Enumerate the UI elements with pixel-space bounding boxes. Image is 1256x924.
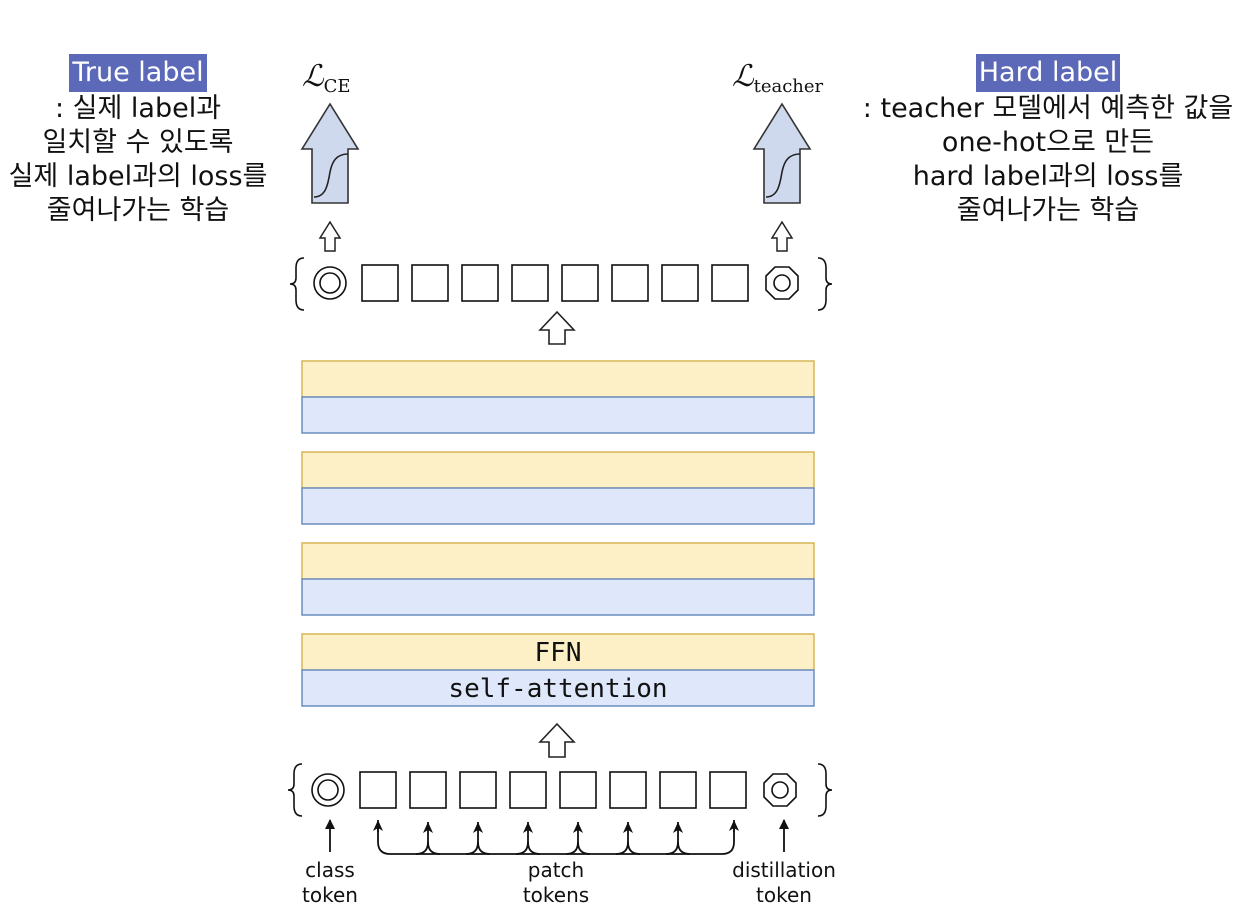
- loss-teacher-symbol: ℒ: [732, 59, 755, 94]
- true-label-note: True label : 실제 label과 일치할 수 있도록 실제 labe…: [0, 54, 276, 228]
- true-label-line-2: 일치할 수 있도록: [42, 127, 234, 158]
- hard-label-line-3: hard label과의 loss를: [912, 161, 1184, 192]
- ce-output-arrow-icon: [300, 102, 360, 204]
- layer-3-ffn: [301, 451, 815, 489]
- true-label-line-1: : 실제 label과: [54, 93, 222, 124]
- layer-1-attention: [301, 669, 815, 707]
- stack-output-arrow-icon: [538, 310, 576, 345]
- output-patch-token: [461, 264, 499, 302]
- output-patch-token: [661, 264, 699, 302]
- layer-4-attention: [301, 396, 815, 434]
- teacher-output-arrow-icon: [752, 102, 812, 204]
- true-label-title: True label: [69, 54, 207, 92]
- input-distillation-token-icon: [763, 773, 797, 807]
- output-patch-token: [361, 264, 399, 302]
- loss-ce-symbol: ℒ: [302, 59, 325, 94]
- self-attention-label: self-attention: [448, 674, 667, 704]
- input-patch-token: [459, 771, 497, 809]
- patch-tokens-label-1: patch: [528, 858, 584, 882]
- hard-label-line-4: 줄여나가는 학습: [956, 195, 1140, 226]
- layer-2-attention: [301, 578, 815, 616]
- loss-ce-label: ℒCE: [302, 59, 351, 97]
- input-patch-token: [659, 771, 697, 809]
- class-up-arrow-icon: [318, 220, 342, 252]
- input-right-brace: [817, 763, 833, 817]
- hard-label-title: Hard label: [975, 54, 1121, 92]
- output-patch-token: [611, 264, 649, 302]
- hard-label-line-2: one-hot으로 만든: [941, 127, 1155, 158]
- output-distillation-token-icon: [765, 266, 799, 300]
- hard-label-note: Hard label : teacher 모델에서 예측한 값을 one-hot…: [848, 54, 1248, 228]
- input-token-row: [287, 763, 833, 817]
- input-patch-token: [709, 771, 747, 809]
- class-token-label-2: token: [302, 883, 358, 907]
- output-patch-token: [511, 264, 549, 302]
- hard-label-line-1: : teacher 모델에서 예측한 값을: [862, 93, 1234, 124]
- patch-tokens-label-2: tokens: [523, 883, 589, 907]
- true-label-line-3: 실제 label과의 loss를: [8, 161, 268, 192]
- input-patch-token: [509, 771, 547, 809]
- output-patch-token: [561, 264, 599, 302]
- layer-2-ffn: [301, 542, 815, 580]
- output-class-token-icon: [313, 266, 347, 300]
- output-token-row: [289, 257, 833, 311]
- output-patch-token: [711, 264, 749, 302]
- input-patch-token: [409, 771, 447, 809]
- layer-3-attention: [301, 487, 815, 525]
- output-right-brace: [817, 257, 833, 311]
- class-token-label-1: class: [305, 858, 355, 882]
- loss-teacher-label: ℒteacher: [732, 59, 824, 97]
- output-left-brace: [289, 257, 305, 311]
- distillation-token-label-2: token: [756, 883, 812, 907]
- patch-tokens-connector: [373, 820, 739, 855]
- input-patch-token: [609, 771, 647, 809]
- loss-ce-subscript: CE: [324, 76, 351, 97]
- layer-4-ffn: [301, 360, 815, 398]
- output-patch-token: [411, 264, 449, 302]
- distill-up-arrow-icon: [770, 220, 794, 252]
- input-left-brace: [287, 763, 303, 817]
- loss-teacher-subscript: teacher: [754, 76, 824, 97]
- distillation-token-label-1: distillation: [732, 858, 836, 882]
- input-patch-token: [359, 771, 397, 809]
- transformer-stack: FFN self-attention: [301, 360, 815, 707]
- ffn-label: FFN: [535, 638, 582, 668]
- input-class-token-icon: [311, 773, 345, 807]
- true-label-line-4: 줄여나가는 학습: [46, 195, 230, 226]
- input-patch-token: [559, 771, 597, 809]
- stack-input-arrow-icon: [538, 722, 576, 758]
